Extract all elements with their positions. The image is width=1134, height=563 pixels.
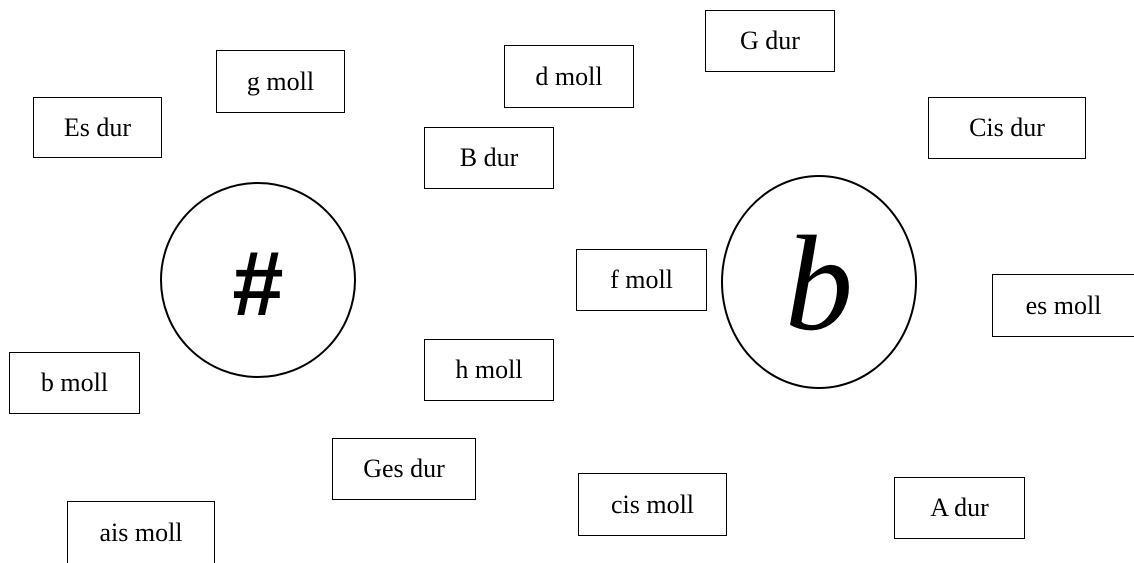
key-card-ais-moll[interactable]: ais moll xyxy=(67,501,215,563)
key-card-b-dur[interactable]: B dur xyxy=(424,127,554,189)
key-card-d-moll[interactable]: d moll xyxy=(504,45,634,108)
key-card-es-moll[interactable]: es moll xyxy=(992,274,1134,337)
sharp-icon: # xyxy=(232,233,284,335)
sharp-drop-target[interactable]: # xyxy=(160,182,356,378)
key-card-a-dur[interactable]: A dur xyxy=(894,477,1025,539)
key-card-g-dur[interactable]: G dur xyxy=(705,10,835,72)
key-card-es-dur[interactable]: Es dur xyxy=(33,97,162,158)
flat-drop-target[interactable]: b xyxy=(721,175,917,389)
flat-icon: b xyxy=(785,209,853,359)
key-card-b-moll[interactable]: b moll xyxy=(9,352,140,414)
key-card-ges-dur[interactable]: Ges dur xyxy=(332,438,476,500)
key-card-h-moll[interactable]: h moll xyxy=(424,339,554,401)
key-card-cis-moll[interactable]: cis moll xyxy=(578,473,727,536)
key-card-cis-dur[interactable]: Cis dur xyxy=(928,97,1086,159)
key-card-f-moll[interactable]: f moll xyxy=(576,249,707,311)
key-card-g-moll[interactable]: g moll xyxy=(216,50,345,113)
